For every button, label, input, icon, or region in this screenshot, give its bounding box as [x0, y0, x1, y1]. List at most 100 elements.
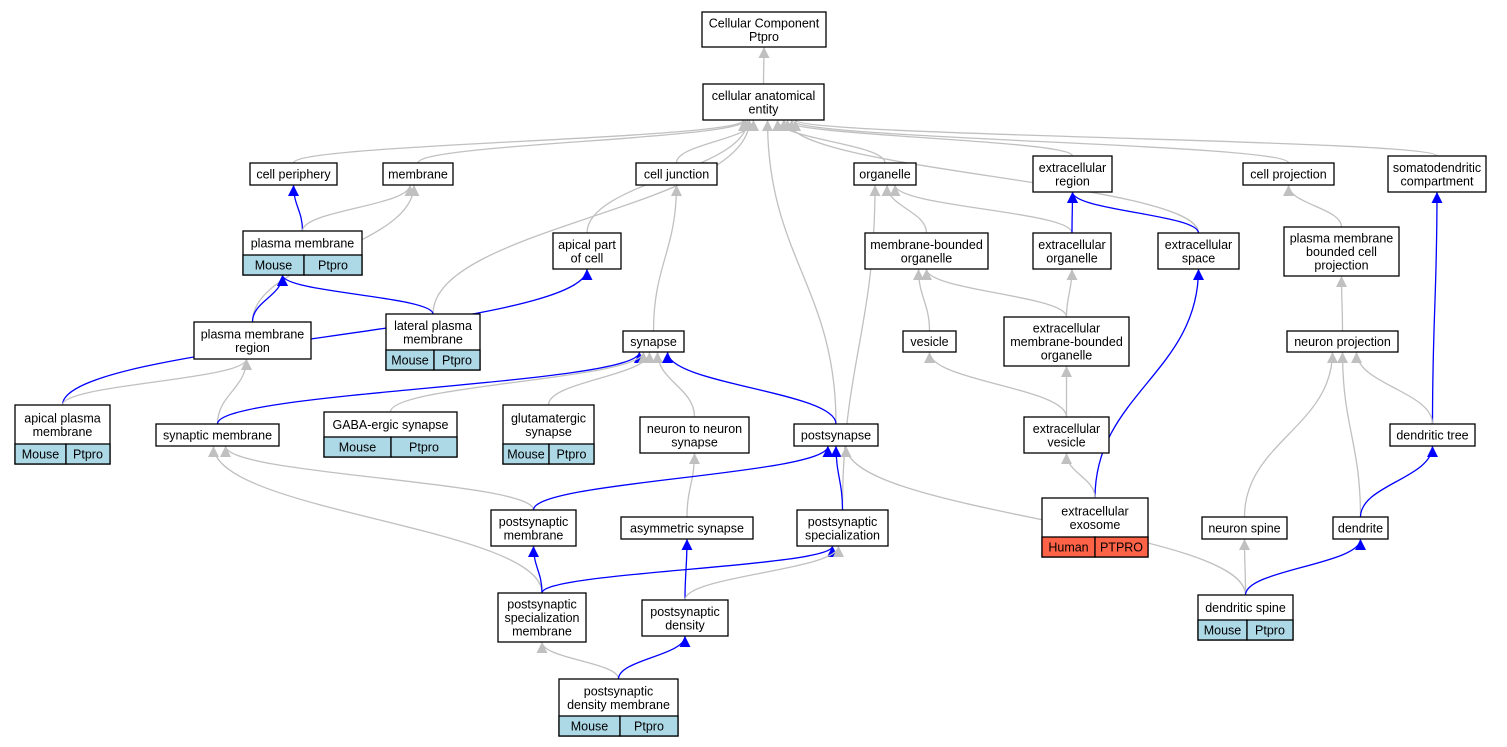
node-label-line: apical part — [558, 238, 616, 252]
node-synapse[interactable]: synapse — [622, 330, 685, 353]
node-box — [796, 509, 889, 547]
node-label-line: apical plasma — [24, 411, 100, 425]
gene-label: Ptpro — [1255, 624, 1285, 638]
node-synmem[interactable]: synaptic membrane — [155, 423, 280, 447]
node-box — [864, 232, 989, 270]
node-nspine[interactable]: neuron spine — [1201, 516, 1288, 540]
node-box — [249, 162, 338, 186]
edge-apm-to-pmr — [61, 358, 252, 406]
node-label-line: somatodendritic — [1393, 161, 1481, 175]
edge — [432, 119, 755, 315]
edge-psspec-to-postsyn — [830, 445, 844, 511]
node-label-line: membrane — [403, 332, 463, 346]
edge-apm-to-apicalpart — [61, 268, 593, 406]
edge — [1239, 538, 1251, 596]
edge-cperiph-to-cae — [292, 119, 749, 164]
gene-cell — [619, 715, 679, 737]
node-box — [382, 162, 454, 186]
node-label-line: plasma membrane — [201, 327, 305, 341]
species-label: Human — [1048, 541, 1088, 555]
node-label-line: Ptpro — [749, 30, 779, 44]
node-box — [1023, 416, 1110, 454]
node-cellproj[interactable]: cell projection — [1242, 162, 1335, 186]
node-box — [1332, 516, 1389, 540]
gene-label: Ptpro — [409, 441, 439, 455]
node-label-line: cell projection — [1250, 168, 1326, 182]
edge — [830, 445, 844, 511]
node-label-line: synapse — [525, 425, 572, 439]
gene-cell — [390, 436, 458, 458]
node-dendrite[interactable]: dendrite — [1332, 516, 1389, 540]
node-postsyn[interactable]: postsynapse — [793, 423, 879, 447]
edge-pmr-to-pm — [251, 274, 288, 323]
node-box — [1201, 516, 1288, 540]
edge — [1351, 351, 1434, 425]
edge — [528, 545, 543, 594]
node-label-line: neuron projection — [1294, 335, 1391, 349]
node-label-line: glutamatergic — [511, 411, 586, 425]
edge-glut-to-synapse — [547, 351, 655, 406]
edge-lpm-to-cae — [432, 119, 755, 315]
species-label: Mouse — [1204, 624, 1242, 638]
node-label-line: space — [1182, 251, 1215, 265]
edge-psm-to-postsyn — [532, 445, 834, 511]
edge — [889, 184, 1073, 234]
node-label-line: postsynapse — [801, 429, 871, 443]
node-box — [497, 592, 587, 643]
edge — [1243, 351, 1338, 518]
edge — [1431, 191, 1443, 425]
node-organelle[interactable]: organelle — [853, 162, 917, 186]
node-dtree[interactable]: dendritic tree — [1389, 423, 1476, 447]
node-label-line: extracellular — [1033, 422, 1100, 436]
node-cperiph[interactable]: cell periphery — [249, 162, 338, 186]
node-box — [635, 162, 718, 186]
edge-exorg-to-exreg — [1066, 191, 1078, 234]
edge-layer — [61, 46, 1443, 680]
edge — [790, 119, 1438, 157]
species-label: Mouse — [391, 354, 429, 368]
node-celljunc[interactable]: cell junction — [635, 162, 718, 186]
edge-pssm-to-synmem — [208, 445, 543, 594]
node-asym[interactable]: asymmetric synapse — [620, 516, 754, 540]
node-vesicle[interactable]: vesicle — [902, 330, 957, 353]
node-label-line: membrane — [512, 625, 572, 639]
edge-exo-to-exves — [1061, 452, 1096, 499]
edge-exspace-to-exreg — [1067, 191, 1200, 234]
edge — [389, 351, 649, 413]
edge — [301, 184, 416, 232]
gene-cell — [65, 443, 111, 465]
annotation-tags: Mouse Ptpro — [1197, 619, 1294, 641]
edge — [541, 545, 838, 594]
node-label-line: organelle — [1041, 349, 1092, 363]
node-membrane[interactable]: membrane — [382, 162, 454, 186]
node-neuronproj[interactable]: neuron projection — [1286, 330, 1399, 353]
